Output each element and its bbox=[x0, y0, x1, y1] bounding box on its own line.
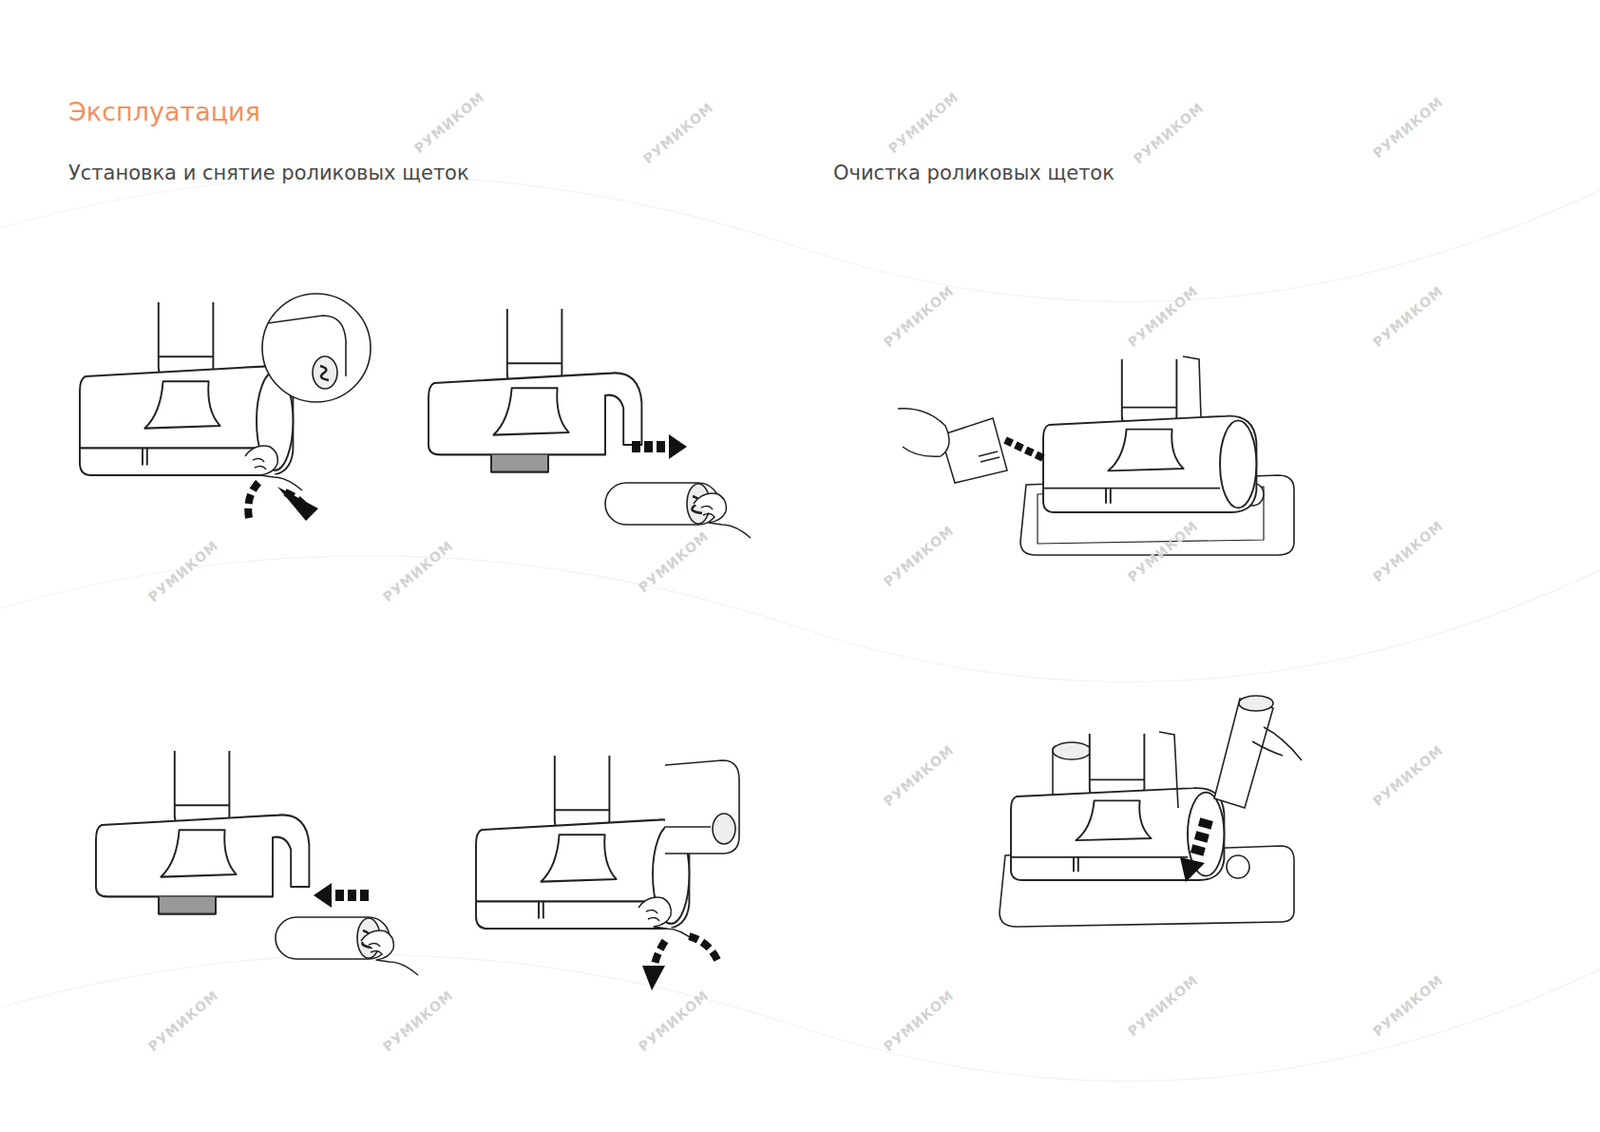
watermark: РУМИКОМ bbox=[640, 98, 717, 167]
watermark: РУМИКОМ bbox=[885, 89, 962, 157]
watermark: РУМИКОМ bbox=[1370, 742, 1447, 810]
watermark: РУМИКОМ bbox=[880, 987, 957, 1055]
watermark: РУМИКОМ bbox=[880, 742, 957, 810]
watermark: РУМИКОМ bbox=[380, 537, 457, 606]
watermark: РУМИКОМ bbox=[1130, 98, 1207, 167]
watermark: РУМИКОМ bbox=[1124, 971, 1201, 1039]
watermark: РУМИКОМ bbox=[1124, 283, 1201, 351]
watermark: РУМИКОМ bbox=[635, 527, 712, 595]
section-heading: Установка и снятие роликовых щеток bbox=[68, 161, 470, 185]
watermark: РУМИКОМ bbox=[1370, 517, 1447, 586]
watermark: РУМИКОМ bbox=[145, 987, 222, 1055]
watermark: РУМИКОМ bbox=[1370, 283, 1447, 351]
watermark: РУМИКОМ bbox=[880, 283, 957, 351]
watermark: РУМИКОМ bbox=[1370, 971, 1447, 1039]
watermark: РУМИКОМ bbox=[145, 537, 222, 606]
watermark: РУМИКОМ bbox=[1370, 94, 1447, 162]
watermark: РУМИКОМ bbox=[380, 987, 457, 1055]
section-heading: Очистка роликовых щеток bbox=[833, 161, 1115, 185]
watermark: РУМИКОМ bbox=[411, 89, 488, 157]
page-title: Эксплуатация bbox=[68, 96, 261, 127]
watermark: РУМИКОМ bbox=[635, 987, 712, 1055]
watermark: РУМИКОМ bbox=[1124, 517, 1201, 586]
watermark: РУМИКОМ bbox=[880, 522, 957, 591]
